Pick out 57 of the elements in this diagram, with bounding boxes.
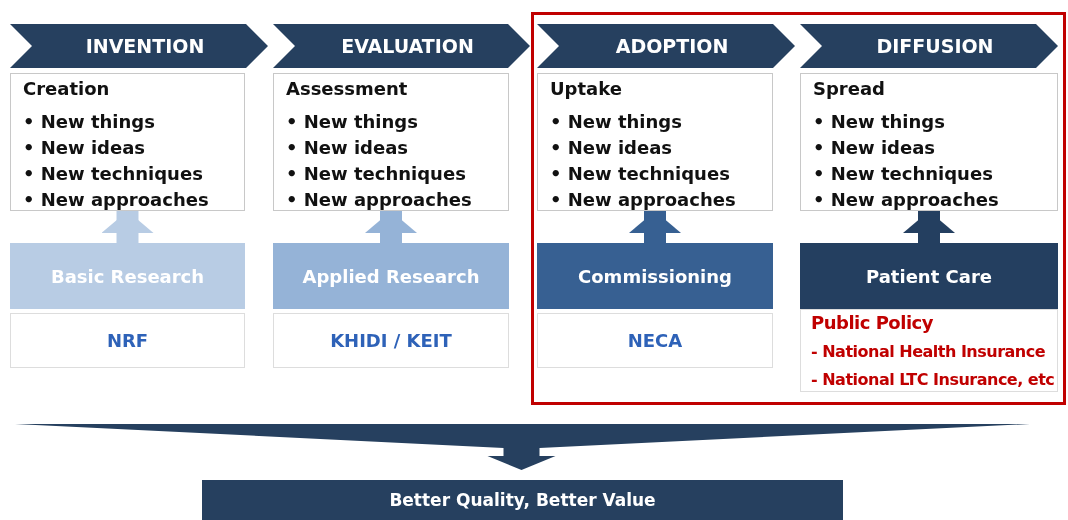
block-arrow [101, 211, 154, 243]
bullet-item: • New ideas [813, 136, 937, 160]
bullet-item: • New ideas [23, 136, 147, 160]
policy-box [800, 309, 1058, 392]
stage-title: INVENTION [84, 35, 205, 57]
chevron-banner [10, 24, 268, 68]
card-heading: Assessment [286, 78, 409, 99]
bullet-item: • New approaches [550, 188, 737, 212]
outcome-box [202, 480, 843, 520]
category-box [10, 243, 245, 309]
category-label: Patient Care [866, 265, 992, 287]
stage-title: ADOPTION [614, 35, 729, 57]
bullet-item: • New things [550, 110, 683, 134]
category-label: Basic Research [50, 265, 205, 287]
bullet-item: • New approaches [23, 188, 210, 212]
bullet-item: • New techniques [550, 162, 731, 186]
block-arrow [629, 211, 681, 243]
stage-title: DIFFUSION [875, 35, 994, 57]
category-label: Applied Research [302, 265, 480, 287]
text-card [273, 73, 509, 211]
bullet-item: • New things [813, 110, 946, 134]
text-card [800, 73, 1058, 211]
chevron-banner [537, 24, 795, 68]
bullet-item: • New ideas [286, 136, 410, 160]
stage-title: EVALUATION [340, 35, 474, 57]
organization-name: NRF [106, 330, 149, 351]
bullet-item: • New approaches [813, 188, 1000, 212]
highlight-frame [531, 12, 1066, 405]
block-arrow [903, 211, 955, 243]
organization-name: NECA [627, 330, 683, 351]
card-heading: Spread [813, 78, 886, 99]
chevron-banner [273, 24, 530, 68]
bullet-item: • New techniques [23, 162, 204, 186]
organization-box [10, 313, 245, 368]
policy-item: - National Health Insurance [811, 342, 1047, 361]
bullet-item: • New techniques [813, 162, 994, 186]
text-card [537, 73, 773, 211]
organization-box [273, 313, 509, 368]
bullet-item: • New techniques [286, 162, 467, 186]
policy-item: - National LTC Insurance, etc [811, 370, 1056, 389]
block-arrow [365, 211, 417, 243]
organization-name: KHIDI / KEIT [330, 330, 452, 351]
category-box [537, 243, 773, 309]
category-label: Commissioning [578, 265, 732, 287]
bullet-item: • New approaches [286, 188, 473, 212]
card-heading: Creation [23, 78, 111, 99]
bullet-item: • New ideas [550, 136, 674, 160]
chevron-banner [800, 24, 1058, 68]
bullet-item: • New things [23, 110, 156, 134]
policy-heading: Public Policy [811, 312, 934, 333]
organization-box [537, 313, 773, 368]
bullet-item: • New things [286, 110, 419, 134]
outcome-text: Better Quality, Better Value [389, 490, 656, 510]
text-card [10, 73, 245, 211]
category-box [273, 243, 509, 309]
card-heading: Uptake [550, 78, 623, 99]
category-box [800, 243, 1058, 309]
